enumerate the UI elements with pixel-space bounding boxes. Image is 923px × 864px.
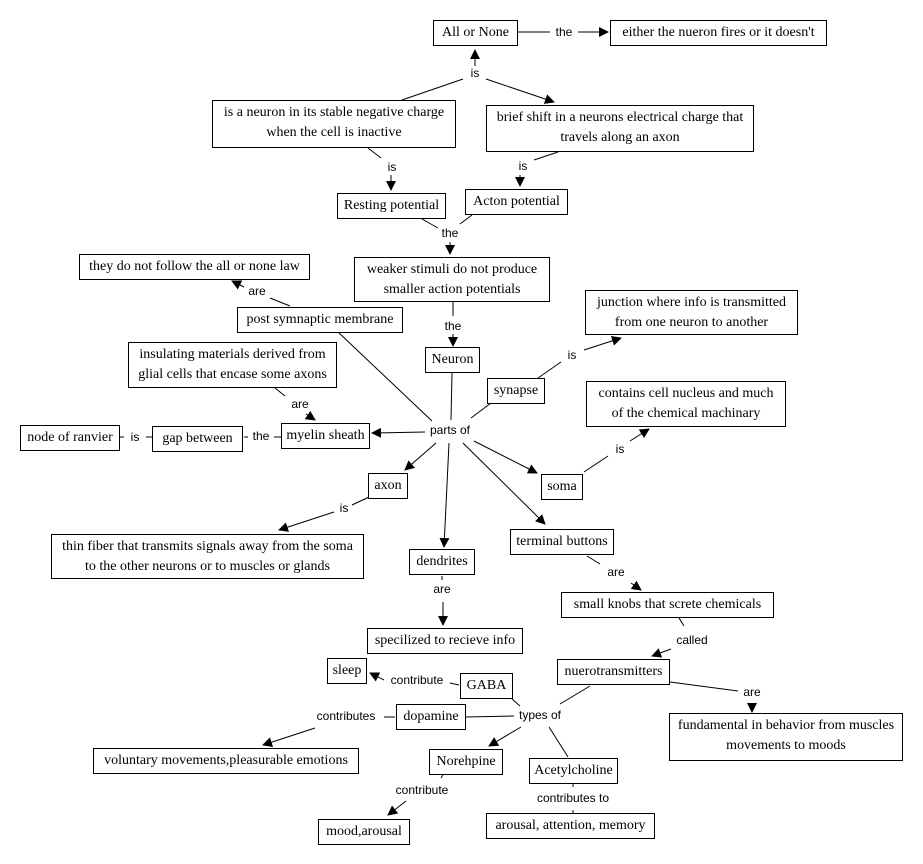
link-line xyxy=(583,455,609,473)
link-line xyxy=(387,800,407,816)
concept-gaba[interactable]: GABA xyxy=(460,673,513,699)
link-line xyxy=(473,440,538,474)
link-line xyxy=(262,727,316,747)
concept-action-definition[interactable]: brief shift in a neurons electrical char… xyxy=(486,105,754,152)
link-line xyxy=(583,336,622,351)
linking-phrase[interactable]: the xyxy=(553,25,575,39)
link-line xyxy=(462,442,546,525)
concept-node-of-ranvier[interactable]: node of ranvier xyxy=(20,425,120,451)
concept-terminal-buttons[interactable]: terminal buttons xyxy=(510,529,614,555)
concept-resting-potential[interactable]: Resting potential xyxy=(337,193,446,219)
concept-specialized[interactable]: specilized to recieve info xyxy=(367,628,523,654)
link-line xyxy=(278,511,335,532)
linking-phrase[interactable]: called xyxy=(674,633,710,647)
linking-phrase[interactable]: are xyxy=(289,397,311,411)
link-line xyxy=(449,682,460,686)
linking-phrase[interactable]: is xyxy=(468,66,482,80)
linking-phrase[interactable]: is xyxy=(128,430,142,444)
linking-phrase[interactable]: the xyxy=(250,429,272,443)
concept-acetylcholine[interactable]: Acetylcholine xyxy=(529,758,618,784)
link-line xyxy=(533,151,559,161)
link-line xyxy=(371,427,426,438)
link-line xyxy=(421,218,439,229)
concept-synapse[interactable]: synapse xyxy=(487,378,545,404)
concept-they-do-not-follow[interactable]: they do not follow the all or none law xyxy=(79,254,310,280)
linking-phrase[interactable]: contribute xyxy=(393,783,451,797)
concept-action-potential[interactable]: Acton potential xyxy=(465,189,568,215)
linking-phrase[interactable]: is xyxy=(565,348,579,362)
linking-phrase[interactable]: are xyxy=(741,685,763,699)
linking-phrase[interactable]: the xyxy=(439,226,461,240)
linking-phrase[interactable]: the xyxy=(442,319,464,333)
concept-small-knobs[interactable]: small knobs that screte chemicals xyxy=(561,592,774,618)
link-line xyxy=(470,402,492,419)
link-line xyxy=(440,774,444,779)
link-line xyxy=(274,387,286,397)
linking-phrase[interactable]: are xyxy=(246,284,268,298)
link-line xyxy=(367,147,382,159)
concept-junction[interactable]: junction where info is transmitted from … xyxy=(585,290,798,335)
link-line xyxy=(401,78,464,101)
link-line xyxy=(465,715,515,718)
linking-phrase[interactable]: is xyxy=(516,159,530,173)
concept-post-synaptic-membrane[interactable]: post symnaptic membrane xyxy=(237,307,403,333)
linking-phrase[interactable]: parts of xyxy=(427,423,473,437)
linking-phrase[interactable]: are xyxy=(605,565,627,579)
link-line xyxy=(459,214,473,225)
link-line xyxy=(231,280,245,290)
link-line xyxy=(304,410,316,421)
link-line xyxy=(537,361,562,379)
link-line xyxy=(351,496,370,506)
concept-axon[interactable]: axon xyxy=(368,473,408,499)
link-line xyxy=(337,331,433,422)
link-line xyxy=(678,617,685,627)
link-line xyxy=(630,580,642,591)
linking-phrase[interactable]: types of xyxy=(516,708,564,722)
link-line xyxy=(450,372,453,421)
concept-soma[interactable]: soma xyxy=(541,474,583,500)
concept-neuron[interactable]: Neuron xyxy=(425,347,480,373)
link-line xyxy=(439,442,450,548)
concept-insulating-materials[interactable]: insulating materials derived from glial … xyxy=(128,342,337,388)
linking-phrase[interactable]: contributes to xyxy=(534,791,612,805)
linking-phrase[interactable]: contributes xyxy=(314,709,378,723)
link-line xyxy=(488,726,522,747)
concept-weaker-stimuli[interactable]: weaker stimuli do not produce smaller ac… xyxy=(354,257,550,302)
link-line xyxy=(485,78,555,104)
concept-mood-arousal[interactable]: mood,arousal xyxy=(318,819,410,845)
link-line xyxy=(548,726,569,758)
concept-myelin-sheath[interactable]: myelin sheath xyxy=(281,423,370,449)
concept-gap-between[interactable]: gap between xyxy=(152,426,243,452)
concept-fundamental-behavior[interactable]: fundamental in behavior from muscles mov… xyxy=(669,713,903,761)
link-line xyxy=(559,685,591,705)
linking-phrase[interactable]: is xyxy=(613,442,627,456)
linking-phrase[interactable]: contribute xyxy=(388,673,446,687)
link-line xyxy=(511,698,521,707)
link-line xyxy=(629,428,650,442)
linking-phrase[interactable]: is xyxy=(337,501,351,515)
concept-sleep[interactable]: sleep xyxy=(327,658,367,684)
concept-norehpine[interactable]: Norehpine xyxy=(429,749,503,775)
concept-dendrites[interactable]: dendrites xyxy=(409,549,475,575)
link-line xyxy=(269,297,291,307)
concept-voluntary-movements[interactable]: voluntary movements,pleasurable emotions xyxy=(93,748,359,774)
concept-dopamine[interactable]: dopamine xyxy=(396,704,466,730)
concept-resting-definition[interactable]: is a neuron in its stable negative charg… xyxy=(212,100,456,148)
link-line xyxy=(369,672,385,682)
link-line xyxy=(404,442,437,471)
link-line xyxy=(586,555,601,565)
linking-phrase[interactable]: are xyxy=(431,582,453,596)
linking-phrase[interactable]: is xyxy=(385,160,399,174)
link-line xyxy=(669,681,739,692)
concept-either-fires[interactable]: either the nueron fires or it doesn't xyxy=(610,20,827,46)
concept-neurotransmitters[interactable]: nuerotransmitters xyxy=(557,659,670,685)
concept-arousal-attention-memory[interactable]: arousal, attention, memory xyxy=(486,813,655,839)
concept-all-or-none[interactable]: All or None xyxy=(433,20,518,46)
concept-contains-nucleus[interactable]: contains cell nucleus and much of the ch… xyxy=(586,381,786,427)
link-line xyxy=(651,648,672,658)
concept-thin-fiber[interactable]: thin fiber that transmits signals away f… xyxy=(51,534,364,579)
